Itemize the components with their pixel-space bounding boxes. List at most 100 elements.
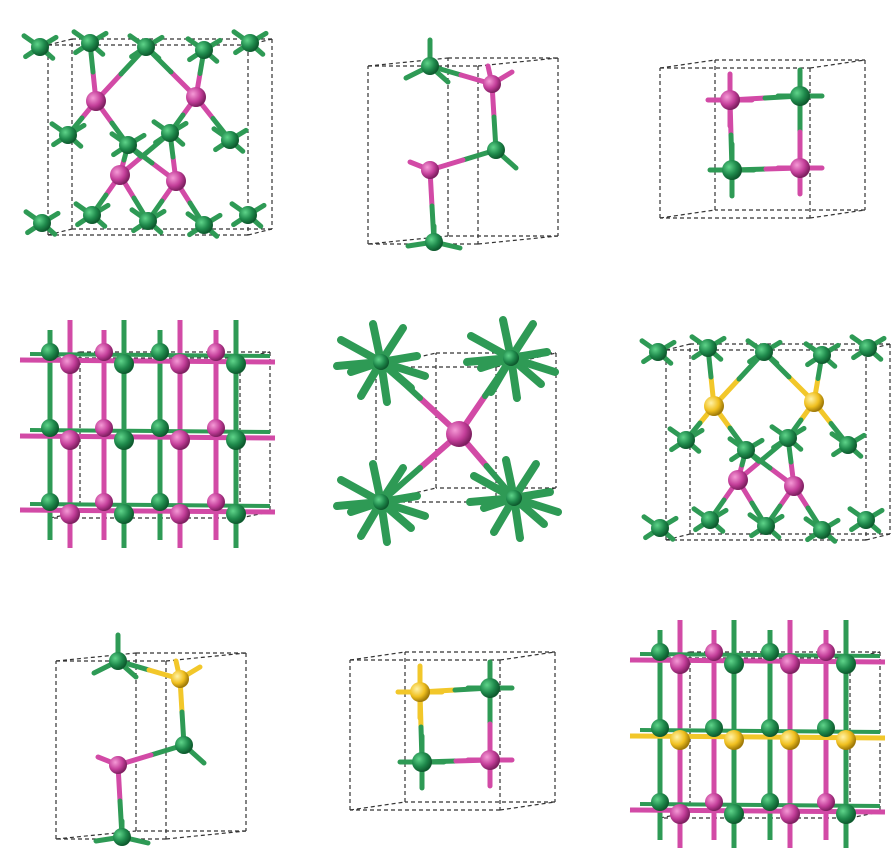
yellow-atom bbox=[704, 396, 724, 416]
green-atom bbox=[705, 719, 723, 737]
cell-edge bbox=[477, 57, 559, 67]
green-atom bbox=[114, 430, 134, 450]
green-atom bbox=[651, 719, 669, 737]
cell-edge bbox=[659, 209, 716, 219]
magenta-atom bbox=[480, 750, 500, 770]
green-atom bbox=[677, 431, 695, 449]
green-atom bbox=[109, 652, 127, 670]
green-atom bbox=[373, 354, 389, 370]
magenta-atom bbox=[817, 793, 835, 811]
panel-8-square-ternary bbox=[349, 651, 556, 811]
magenta-atom bbox=[720, 90, 740, 110]
green-atom bbox=[226, 354, 246, 374]
magenta-atom bbox=[780, 804, 800, 824]
green-atom bbox=[506, 490, 522, 506]
magenta-atom bbox=[207, 493, 225, 511]
yellow-atom bbox=[670, 730, 690, 750]
magenta-atom bbox=[60, 504, 80, 524]
green-atom bbox=[41, 419, 59, 437]
green-atom bbox=[41, 343, 59, 361]
cell-edge bbox=[809, 209, 866, 219]
magenta-atom bbox=[705, 643, 723, 661]
green-atom bbox=[31, 38, 49, 56]
magenta-atom bbox=[109, 756, 127, 774]
green-atom bbox=[239, 206, 257, 224]
green-atom bbox=[651, 793, 669, 811]
green-atom bbox=[649, 343, 667, 361]
magenta-atom bbox=[170, 430, 190, 450]
green-atom bbox=[757, 517, 775, 535]
panel-5-cscl bbox=[333, 316, 562, 546]
magenta-atom bbox=[483, 75, 501, 93]
panel-7-wurtzite-ternary bbox=[55, 632, 247, 846]
green-atom bbox=[195, 216, 213, 234]
green-atom bbox=[373, 494, 389, 510]
panel-2-wurtzite bbox=[367, 37, 559, 251]
magenta-atom bbox=[86, 91, 106, 111]
green-atom bbox=[859, 339, 877, 357]
cell-edge bbox=[165, 830, 247, 840]
green-atom bbox=[41, 493, 59, 511]
green-atom bbox=[480, 678, 500, 698]
magenta-atom bbox=[784, 476, 804, 496]
green-atom bbox=[651, 519, 669, 537]
yellow-atom bbox=[836, 730, 856, 750]
yellow-atom bbox=[724, 730, 744, 750]
green-atom bbox=[175, 736, 193, 754]
cell-edge bbox=[849, 811, 881, 819]
magenta-atom bbox=[95, 343, 113, 361]
magenta-atom bbox=[170, 504, 190, 524]
magenta-atom bbox=[207, 343, 225, 361]
magenta-atom bbox=[186, 87, 206, 107]
green-atom bbox=[817, 719, 835, 737]
green-atom bbox=[83, 206, 101, 224]
green-atom bbox=[114, 504, 134, 524]
magenta-atom bbox=[790, 158, 810, 178]
green-atom bbox=[59, 126, 77, 144]
magenta-atom bbox=[705, 793, 723, 811]
magenta-atom bbox=[95, 419, 113, 437]
green-atom bbox=[151, 419, 169, 437]
yellow-atom bbox=[410, 682, 430, 702]
panel-3-square bbox=[659, 59, 866, 219]
yellow-atom bbox=[804, 392, 824, 412]
panel-6-zincblende-ternary bbox=[639, 334, 891, 544]
cell-edge bbox=[499, 651, 556, 661]
green-atom bbox=[151, 343, 169, 361]
green-atom bbox=[137, 38, 155, 56]
green-atom bbox=[790, 86, 810, 106]
green-atom bbox=[813, 346, 831, 364]
green-atom bbox=[857, 511, 875, 529]
green-atom bbox=[755, 343, 773, 361]
green-atom bbox=[761, 719, 779, 737]
magenta-atom bbox=[170, 354, 190, 374]
green-atom bbox=[195, 41, 213, 59]
magenta-atom bbox=[446, 421, 472, 447]
green-atom bbox=[839, 436, 857, 454]
magenta-atom bbox=[670, 654, 690, 674]
magenta-atom bbox=[60, 354, 80, 374]
panel-9-rocksalt-ternary bbox=[629, 620, 886, 848]
green-atom bbox=[139, 212, 157, 230]
green-atom bbox=[761, 643, 779, 661]
yellow-atom bbox=[171, 670, 189, 688]
green-atom bbox=[487, 141, 505, 159]
green-atom bbox=[81, 34, 99, 52]
green-atom bbox=[33, 214, 51, 232]
magenta-atom bbox=[728, 470, 748, 490]
cell-edge bbox=[477, 235, 559, 245]
magenta-atom bbox=[780, 654, 800, 674]
cell-edge bbox=[865, 533, 891, 541]
green-atom bbox=[651, 643, 669, 661]
green-atom bbox=[503, 350, 519, 366]
panel-1-zincblende bbox=[21, 29, 273, 239]
green-atom bbox=[836, 654, 856, 674]
green-atom bbox=[161, 124, 179, 142]
green-atom bbox=[836, 804, 856, 824]
green-atom bbox=[226, 504, 246, 524]
green-atom bbox=[701, 511, 719, 529]
green-atom bbox=[699, 339, 717, 357]
cell-edge bbox=[809, 59, 866, 69]
green-atom bbox=[119, 136, 137, 154]
